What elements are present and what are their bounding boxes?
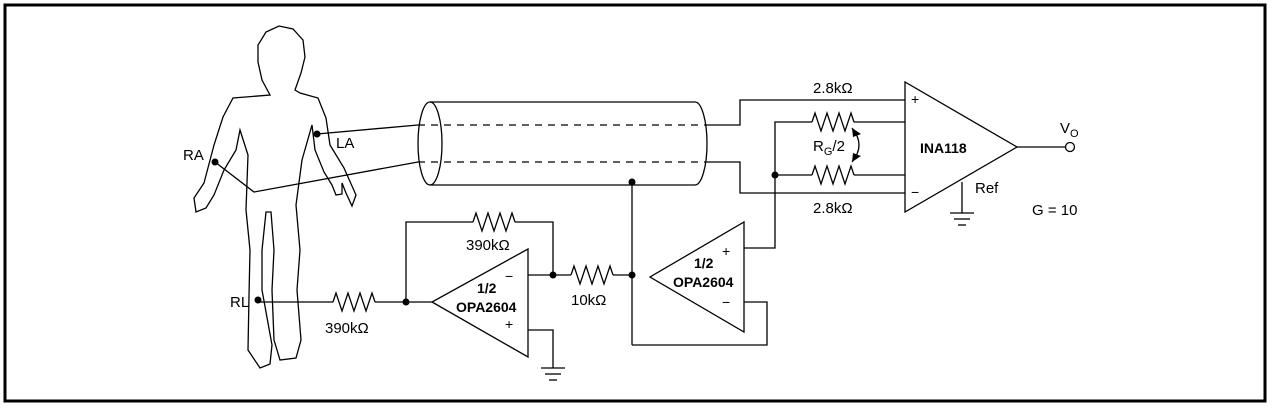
diagram-frame [3,3,1267,403]
la-electrode [313,130,321,138]
opamp-left-minus: − [505,268,513,284]
ina-minus-sign: − [911,184,919,200]
opamp-left-name: OPA2604 [456,299,517,315]
r-bottom-label: 2.8kΩ [813,200,853,217]
ra-lead-wire [214,161,419,193]
resistor-390k-feedback [472,210,516,234]
opamp-right-name: OPA2604 [673,274,734,290]
rl-label: RL [230,294,249,311]
ra-label: RA [183,147,204,164]
rg-label: RG/2 [813,138,845,158]
opamp-left-plus: + [505,316,513,332]
output-terminal [1064,141,1076,153]
rg-top-wire [774,121,812,175]
ra-electrode [211,158,219,166]
r-top-label: 2.8kΩ [813,80,853,97]
input-wire-bottom [707,161,905,194]
opamp-left-fraction: 1/2 [477,280,497,296]
opamp-right [648,220,745,334]
ina118-amplifier [904,80,1019,214]
la-label: LA [336,135,354,152]
r-mid-label: 10kΩ [571,292,606,309]
resistor-390k-input [332,290,376,314]
rg-resistor-top [811,110,855,134]
shielded-cable [417,101,708,186]
opamp-right-fraction: 1/2 [694,255,714,271]
resistor-10k [570,263,614,287]
opamp-right-plus: + [722,243,730,259]
rg-resistor-bottom [811,163,855,187]
la-lead-wire [316,124,419,135]
gain-label: G = 10 [1032,202,1077,219]
input-wire-top [707,99,905,126]
r-feedback-label: 390kΩ [466,237,510,254]
output-label: VO [1060,120,1079,140]
opamp-left [430,247,529,359]
ina-plus-sign: + [911,91,919,107]
human-figure-outline [193,25,357,369]
ina118-label: INA118 [920,140,967,156]
r-input-label: 390kΩ [325,320,369,337]
ref-label: Ref [975,180,999,197]
opamp-right-minus: − [722,294,730,310]
